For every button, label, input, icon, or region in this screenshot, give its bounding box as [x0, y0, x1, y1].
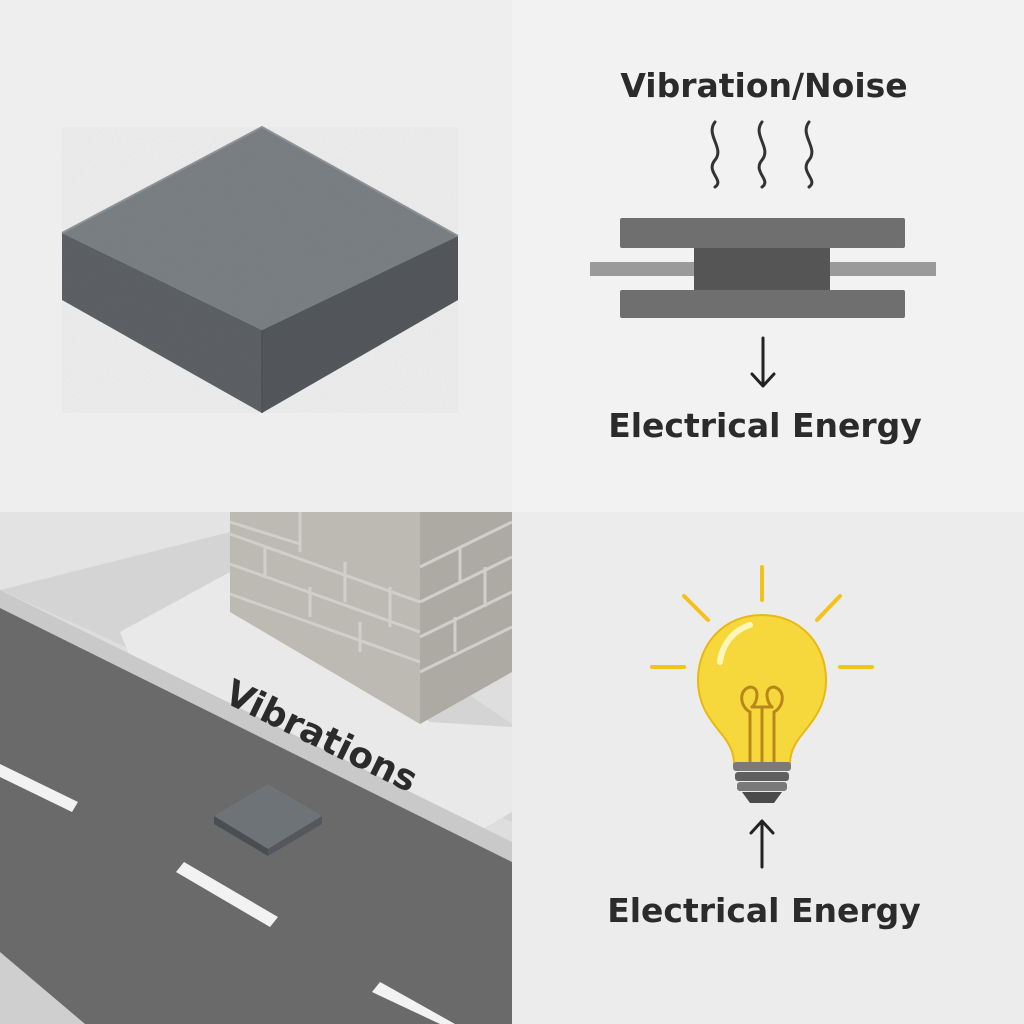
- panel-lightbulb: Electrical Energy: [512, 512, 1024, 1024]
- transducer-diagram: Vibration/Noise Electrical Energy: [590, 66, 936, 445]
- piezo-stack-icon: [590, 218, 936, 318]
- arrow-up-icon: [749, 819, 775, 869]
- road-plate-icon: [214, 784, 322, 856]
- concrete-slab-icon: [61, 125, 459, 413]
- lightbulb-icon: [696, 613, 828, 803]
- arrow-down-icon: [750, 336, 776, 388]
- wave-icon: [710, 120, 814, 189]
- lightbulb-diagram: Electrical Energy: [607, 565, 921, 930]
- panel-road: Vibrations: [0, 512, 512, 1024]
- vibration-noise-label: Vibration/Noise: [620, 66, 907, 105]
- electrical-energy-label-top: Electrical Energy: [608, 406, 922, 445]
- panel-concrete-slab: [0, 0, 512, 512]
- wall-icon: [229, 512, 512, 724]
- panel-transducer: Vibration/Noise Electrical Energy: [512, 0, 1024, 512]
- road-scene: Vibrations: [0, 512, 512, 1024]
- light-rays: [650, 565, 874, 669]
- electrical-energy-label-bottom: Electrical Energy: [607, 891, 921, 930]
